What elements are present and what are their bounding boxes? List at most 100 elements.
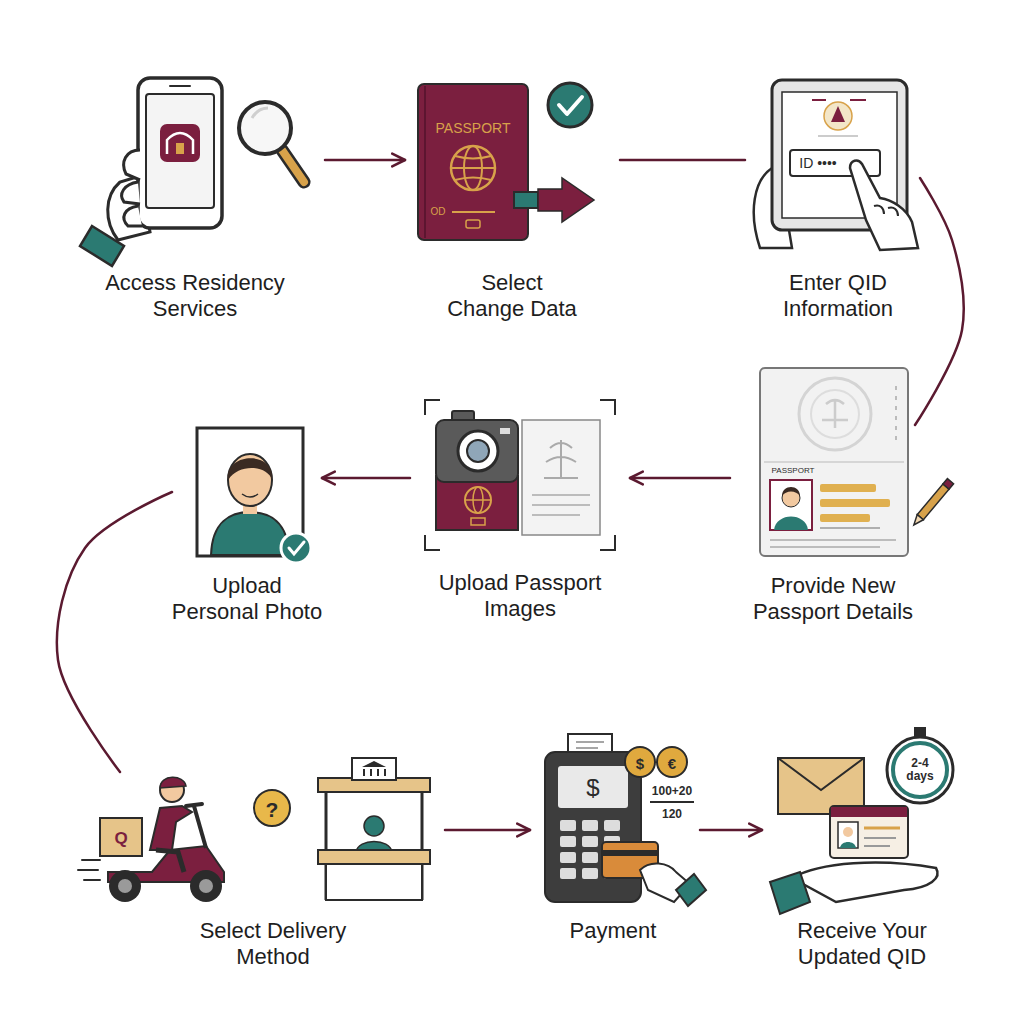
passport-illustration-part	[424, 86, 426, 238]
terminal-illustration-part	[625, 747, 655, 777]
receive-illustration-part	[864, 845, 890, 847]
receive-illustration-part	[840, 842, 856, 848]
delivery-illustration-part	[364, 816, 384, 836]
delivery-illustration-part	[160, 777, 186, 788]
process-step: Receive Your Updated QID	[762, 720, 962, 975]
passport-page-illustration-part	[770, 480, 812, 530]
camera-illustration-part	[458, 431, 498, 471]
camera-illustration-part	[532, 514, 580, 516]
icon-label: PASSPORT	[436, 121, 511, 135]
delivery-illustration-part	[254, 790, 290, 826]
passport-illustration-part	[514, 192, 538, 208]
passport-page-illustration-part-part	[911, 515, 924, 528]
terminal-illustration-part-part	[560, 836, 576, 847]
flow-connector	[57, 492, 172, 772]
terminal-illustration-part	[576, 741, 604, 743]
phone-illustration-part	[282, 150, 304, 182]
tablet-illustration-part	[850, 99, 866, 101]
camera-illustration-part	[532, 494, 590, 496]
icon-label: 2-4 days	[902, 757, 938, 783]
passport-illustration-part	[451, 167, 495, 169]
passport-illustration-part	[548, 83, 592, 127]
icon-label: 120	[662, 808, 682, 820]
delivery-illustration-part	[109, 870, 141, 902]
camera-illustration-part	[425, 400, 615, 550]
step-caption: Access Residency Services	[90, 270, 300, 322]
camera-illustration-part	[500, 428, 510, 434]
terminal-illustration-part-part	[582, 852, 598, 863]
receive-illustration-part	[893, 743, 947, 797]
flow-connector	[700, 829, 762, 832]
step-caption: Enter QID Information	[758, 270, 918, 322]
passport-page-illustration-part	[770, 539, 896, 541]
passport-page-illustration-part-part	[943, 479, 954, 490]
camera-illustration-part	[544, 440, 578, 478]
passport-page-illustration-part	[770, 546, 880, 548]
phone-illustration-part	[170, 85, 190, 87]
phone-illustration-part	[146, 94, 214, 208]
passport-page-illustration-part	[911, 479, 954, 528]
delivery-illustration-part	[78, 860, 100, 880]
delivery-illustration	[78, 758, 430, 902]
terminal-illustration-part-part	[560, 868, 576, 879]
icon-label: $	[586, 776, 599, 800]
icon-label: 100+20	[652, 785, 692, 797]
photo-illustration-part	[228, 454, 272, 506]
photo-illustration	[197, 428, 311, 563]
passport-page-illustration-part	[822, 400, 848, 428]
camera-illustration-part	[471, 518, 485, 525]
tablet-illustration-part	[850, 161, 918, 250]
passport-illustration-part	[418, 84, 528, 240]
tablet-illustration	[754, 80, 918, 250]
terminal-illustration-part	[650, 801, 694, 803]
flow-connector	[322, 477, 410, 480]
tablet-illustration-part	[874, 205, 898, 216]
photo-illustration-part	[228, 458, 272, 480]
step-caption: Provide New Passport Details	[733, 573, 933, 625]
terminal-illustration-part-part	[560, 852, 576, 863]
process-step: Provide New Passport Details	[730, 360, 915, 630]
camera-illustration-part	[522, 420, 600, 535]
phone-illustration-part	[239, 102, 291, 154]
passport-page-illustration-part	[799, 378, 871, 450]
step-caption: Payment	[538, 918, 688, 944]
terminal-illustration-part-part	[582, 820, 598, 831]
flow-connector	[915, 178, 964, 425]
tablet-illustration-part	[831, 106, 845, 122]
passport-page-illustration-part	[774, 517, 808, 531]
icon-label: $	[636, 756, 644, 771]
icon-label: PASSPORT	[772, 467, 815, 475]
delivery-illustration-part	[156, 850, 184, 872]
passport-page-illustration-part-part	[917, 484, 949, 520]
receive-illustration-part	[778, 758, 864, 790]
passport-illustration-part	[466, 220, 480, 228]
receive-illustration-part	[770, 872, 810, 914]
passport-illustration-part	[451, 146, 495, 190]
terminal-illustration-part-part	[604, 820, 620, 831]
receive-illustration-part	[864, 827, 900, 830]
receive-illustration-part	[792, 863, 938, 902]
delivery-illustration-part	[326, 864, 422, 900]
delivery-illustration-part	[318, 850, 430, 864]
photo-illustration-part	[242, 494, 258, 497]
terminal-illustration-part	[576, 747, 598, 749]
delivery-illustration-part	[150, 806, 192, 850]
photo-illustration-part	[211, 512, 289, 555]
process-step: Access Residency Services	[85, 70, 325, 320]
delivery-illustration-part	[186, 804, 202, 806]
tablet-illustration-part	[812, 99, 826, 101]
camera-illustration-part	[465, 499, 491, 501]
terminal-illustration-part-part	[582, 868, 598, 879]
flow-connector	[445, 829, 530, 832]
tablet-illustration-part	[818, 135, 858, 137]
terminal-illustration-part-part	[582, 836, 598, 847]
icon-label: Q	[114, 830, 127, 847]
process-step: Select Delivery Method	[80, 772, 445, 977]
delivery-illustration-part	[352, 758, 396, 780]
passport-page-illustration-part	[820, 527, 880, 529]
process-step: Upload Personal Photo	[172, 410, 322, 630]
phone-illustration-part	[176, 143, 184, 154]
photo-illustration-part	[281, 533, 311, 563]
